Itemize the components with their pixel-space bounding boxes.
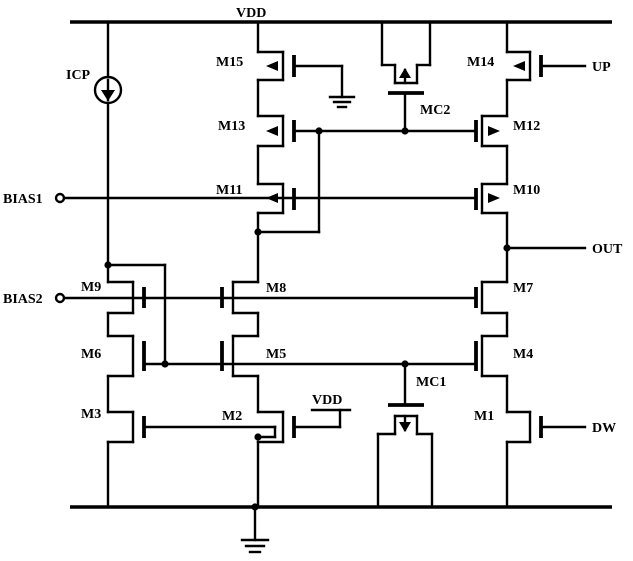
vdd-label: VDD <box>236 6 266 21</box>
bias1-line <box>54 192 478 204</box>
bias2-line <box>54 292 478 304</box>
m2-label: M2 <box>222 409 242 424</box>
junction-node <box>503 244 511 252</box>
m14-label: M14 <box>467 55 494 70</box>
junction-node <box>104 261 112 269</box>
m3-label: M3 <box>81 407 101 422</box>
m4-label: M4 <box>513 347 533 362</box>
out-port-label: OUT <box>592 242 623 257</box>
m13-label: M13 <box>218 119 245 134</box>
m12-label: M12 <box>513 119 540 134</box>
bias1-port-label: BIAS1 <box>3 192 43 207</box>
m11-label: M11 <box>216 183 242 198</box>
up-port-label: UP <box>592 60 611 75</box>
right-column <box>474 20 587 509</box>
middle-column <box>220 20 478 509</box>
ground-symbol <box>240 505 270 554</box>
mc1-capacitor <box>376 362 434 509</box>
left-column <box>106 263 167 509</box>
mc2-label: MC2 <box>420 103 450 118</box>
m9-label: M9 <box>81 280 101 295</box>
m6-label: M6 <box>81 347 101 362</box>
mc2-capacitor <box>380 20 432 133</box>
junction-node <box>254 228 262 236</box>
icp-branch <box>93 20 123 267</box>
local-vdd-label: VDD <box>312 393 342 408</box>
junction-node <box>401 127 409 135</box>
bias2-port-label: BIAS2 <box>3 292 43 307</box>
junction-node <box>254 433 262 441</box>
dw-port-label: DW <box>592 421 616 436</box>
m15-label: M15 <box>216 55 243 70</box>
icp-label: ICP <box>66 68 91 83</box>
junction-node <box>315 127 323 135</box>
m5-label: M5 <box>266 347 286 362</box>
m1-label: M1 <box>474 409 494 424</box>
junction-node <box>251 503 259 511</box>
m7-label: M7 <box>513 281 533 296</box>
mc1-label: MC1 <box>416 375 446 390</box>
m8-label: M8 <box>266 281 286 296</box>
m10-label: M10 <box>513 183 540 198</box>
